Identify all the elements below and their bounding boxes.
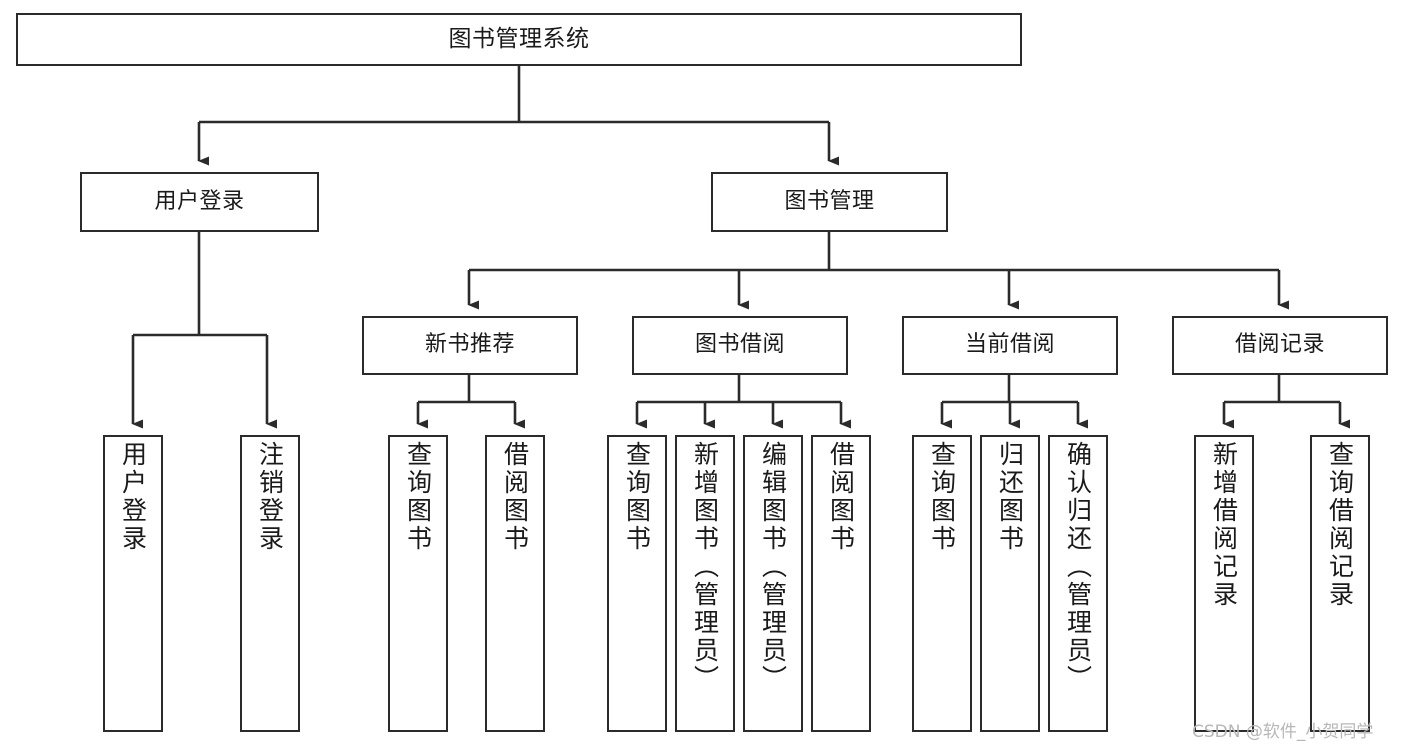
leaf-borrow-query-book[interactable]: 查询图书 bbox=[607, 435, 667, 732]
node-label: 查询图书 bbox=[927, 441, 957, 553]
leaf-borrow-add-book-admin[interactable]: 新增图书（管理员） bbox=[675, 435, 735, 732]
node-label: 当前借阅 bbox=[964, 332, 1055, 358]
node-label: 借阅图书 bbox=[500, 441, 530, 553]
leaf-current-confirm-return-admin[interactable]: 确认归还（管理员） bbox=[1048, 435, 1108, 732]
node-label: 注销登录 bbox=[255, 441, 285, 553]
leaf-user-login-login[interactable]: 用户登录 bbox=[103, 435, 163, 732]
leaf-current-query-book[interactable]: 查询图书 bbox=[912, 435, 972, 732]
node-label: 查询图书 bbox=[622, 441, 652, 553]
node-label: 确认归还（管理员） bbox=[1063, 441, 1093, 693]
node-user-login[interactable]: 用户登录 bbox=[80, 172, 319, 232]
node-new-book-recommend[interactable]: 新书推荐 bbox=[362, 316, 578, 375]
node-label: 新增借阅记录 bbox=[1209, 441, 1239, 609]
node-borrow-record[interactable]: 借阅记录 bbox=[1172, 316, 1388, 375]
node-label: 新增图书（管理员） bbox=[690, 441, 720, 693]
node-label: 借阅记录 bbox=[1234, 332, 1325, 358]
leaf-new-book-query[interactable]: 查询图书 bbox=[388, 435, 448, 732]
node-current-borrow[interactable]: 当前借阅 bbox=[902, 316, 1118, 375]
node-label: 用户登录 bbox=[154, 188, 245, 214]
node-root-book-management-system[interactable]: 图书管理系统 bbox=[16, 13, 1022, 66]
leaf-current-return-book[interactable]: 归还图书 bbox=[980, 435, 1040, 732]
leaf-new-book-borrow[interactable]: 借阅图书 bbox=[485, 435, 545, 732]
leaf-record-add-borrow-record[interactable]: 新增借阅记录 bbox=[1194, 435, 1254, 732]
node-label: 用户登录 bbox=[118, 441, 148, 553]
leaf-record-query-borrow-record[interactable]: 查询借阅记录 bbox=[1310, 435, 1370, 732]
leaf-borrow-edit-book-admin[interactable]: 编辑图书（管理员） bbox=[743, 435, 803, 732]
node-book-management[interactable]: 图书管理 bbox=[711, 172, 948, 232]
node-label: 编辑图书（管理员） bbox=[758, 441, 788, 693]
node-label: 图书管理 bbox=[784, 188, 875, 214]
node-label: 新书推荐 bbox=[424, 332, 515, 358]
watermark-csdn: CSDN @软件_小贺同学 bbox=[1192, 722, 1374, 742]
node-label: 图书管理系统 bbox=[448, 25, 590, 52]
node-book-borrow[interactable]: 图书借阅 bbox=[632, 316, 848, 375]
node-label: 归还图书 bbox=[995, 441, 1025, 553]
node-label: 图书借阅 bbox=[694, 332, 785, 358]
leaf-borrow-borrow-book[interactable]: 借阅图书 bbox=[811, 435, 871, 732]
node-label: 查询借阅记录 bbox=[1325, 441, 1355, 609]
node-label: 查询图书 bbox=[403, 441, 433, 553]
node-label: 借阅图书 bbox=[826, 441, 856, 553]
leaf-user-login-logout[interactable]: 注销登录 bbox=[240, 435, 300, 732]
